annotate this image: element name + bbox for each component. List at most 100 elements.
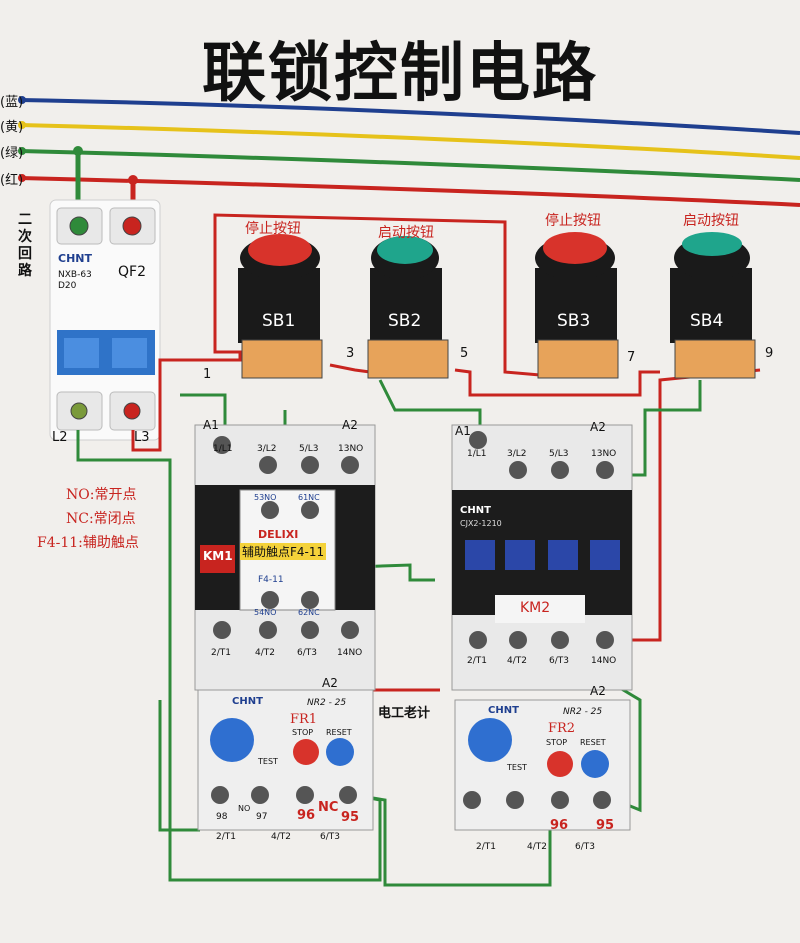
contactor-km2-body xyxy=(451,424,633,691)
km1-a2-bottom: A2 xyxy=(322,676,338,690)
breaker-brand: CHNT xyxy=(58,252,92,265)
node-number-5: 5 xyxy=(460,346,469,361)
fr1-term-bottom-1: 2/T1 xyxy=(216,832,236,842)
km1-aux-top-2: 61NC xyxy=(298,493,320,502)
relay-fr1-body xyxy=(197,689,374,831)
fr2-term-bottom-3: 6/T3 xyxy=(575,842,595,852)
phase-wire-blue xyxy=(19,98,800,135)
km2-term-top-3: 5/L3 xyxy=(549,449,569,459)
fr1-model: NR2 - 25 xyxy=(307,698,347,708)
fr2-model: NR2 - 25 xyxy=(563,707,603,717)
fr2-stop: STOP xyxy=(546,738,568,747)
fr1-reset: RESET xyxy=(326,728,352,737)
legend-f4-11: F4-11:辅助触点 xyxy=(37,535,139,551)
km2-a1: A1 xyxy=(455,424,471,438)
km2-a2-bottom: A2 xyxy=(590,684,606,698)
fr1-term-96: 96 xyxy=(297,808,316,823)
km1-term-bottom-4: 14NO xyxy=(337,648,363,658)
km1-aux-top-1: 53NO xyxy=(254,493,277,502)
km2-term-top-4: 13NO xyxy=(591,449,617,459)
button-sb1-name: SB1 xyxy=(262,311,296,331)
phase-wire-green xyxy=(19,149,800,182)
button-sb2-title: 启动按钮 xyxy=(378,225,434,241)
button-sb3-name: SB3 xyxy=(557,311,591,331)
km1-aux-model: F4-11 xyxy=(258,575,284,585)
wire-green-8 xyxy=(354,793,552,887)
km1-a2: A2 xyxy=(342,418,358,432)
watermark: 电工老计 xyxy=(378,706,431,721)
node-number-3: 3 xyxy=(346,346,355,361)
phase-wire-yellow xyxy=(19,123,800,160)
phase-label-yellow: (黄) xyxy=(0,120,24,135)
breaker-l3-label: L3 xyxy=(134,430,150,445)
node-number-1: 1 xyxy=(203,367,212,382)
km1-term-bottom-1: 2/T1 xyxy=(211,648,231,658)
phase-label-green: (绿) xyxy=(0,146,24,161)
fr1-stop: STOP xyxy=(292,728,314,737)
fr1-name: FR1 xyxy=(290,712,318,727)
fr2-term-96: 96 xyxy=(550,818,569,833)
km1-term-top-1: 1/L1 xyxy=(213,444,233,454)
phase-label-red: (红) xyxy=(0,173,24,188)
fr1-term-95: 95 xyxy=(341,810,360,825)
button-sb3-title: 停止按钮 xyxy=(545,213,601,229)
legend-nc: NC:常闭点 xyxy=(66,511,136,527)
wire-green-9 xyxy=(158,700,200,832)
fr2-term-95: 95 xyxy=(596,818,615,833)
wire-green-2 xyxy=(180,393,227,425)
relay-fr2-body xyxy=(454,699,631,831)
button-sb2-body xyxy=(367,236,449,379)
km2-model: CJX2-1210 xyxy=(460,519,502,528)
fr2-term-bottom-1: 2/T1 xyxy=(476,842,496,852)
phase-label-blue: (蓝) xyxy=(0,95,24,110)
km1-term-top-2: 3/L2 xyxy=(257,444,277,454)
wire-red-2 xyxy=(213,213,541,377)
km1-aux-label: 辅助触点F4-11 xyxy=(240,543,327,560)
breaker-l2-label: L2 xyxy=(52,430,68,445)
km1-name: KM1 xyxy=(203,549,233,563)
km1-term-top-4: 13NO xyxy=(338,444,364,454)
fr2-brand: CHNT xyxy=(488,705,519,716)
node-number-7: 7 xyxy=(627,350,636,365)
button-sb1-body xyxy=(238,234,323,379)
fr1-term-no: NO xyxy=(238,804,251,813)
km2-name: KM2 xyxy=(520,600,551,616)
km2-term-bottom-4: 14NO xyxy=(591,656,617,666)
wire-red-4 xyxy=(454,368,660,397)
side-label: 二次回路 xyxy=(18,212,32,279)
wire-green-4 xyxy=(378,379,482,425)
km1-a1: A1 xyxy=(203,418,219,432)
km1-aux-bottom-2: 62NC xyxy=(298,608,320,617)
button-sb4-body xyxy=(670,232,756,379)
km2-term-bottom-3: 6/T3 xyxy=(549,656,569,666)
button-sb2-name: SB2 xyxy=(388,311,422,331)
breaker-body xyxy=(49,199,161,441)
km2-a2: A2 xyxy=(590,420,606,434)
button-sb3-body xyxy=(535,232,619,379)
km2-term-top-2: 3/L2 xyxy=(507,449,527,459)
phase-wire-red xyxy=(19,176,800,207)
button-sb1-title: 停止按钮 xyxy=(245,221,301,237)
contactor-km1-body xyxy=(194,424,376,691)
km2-term-bottom-1: 2/T1 xyxy=(467,656,487,666)
km1-aux-brand: DELIXI xyxy=(258,528,299,541)
fr1-term-97: 97 xyxy=(256,812,268,822)
wire-red-1 xyxy=(131,352,242,452)
fr2-test: TEST xyxy=(507,763,527,772)
fr2-term-bottom-2: 4/T2 xyxy=(527,842,547,852)
km2-term-bottom-2: 4/T2 xyxy=(507,656,527,666)
fr1-term-nc: NC xyxy=(318,800,339,815)
km2-brand: CHNT xyxy=(460,505,491,516)
fr1-term-bottom-2: 4/T2 xyxy=(271,832,291,842)
km1-aux-bottom-1: 54NO xyxy=(254,608,277,617)
km2-term-top-1: 1/L1 xyxy=(467,449,487,459)
fr1-test: TEST xyxy=(258,757,278,766)
fr1-brand: CHNT xyxy=(232,696,263,707)
wire-red-3 xyxy=(329,363,371,374)
fr1-term-bottom-3: 6/T3 xyxy=(320,832,340,842)
page-title: 联锁控制电路 xyxy=(202,37,598,111)
breaker-qf2-label: QF2 xyxy=(118,264,146,280)
button-sb4-name: SB4 xyxy=(690,311,724,331)
